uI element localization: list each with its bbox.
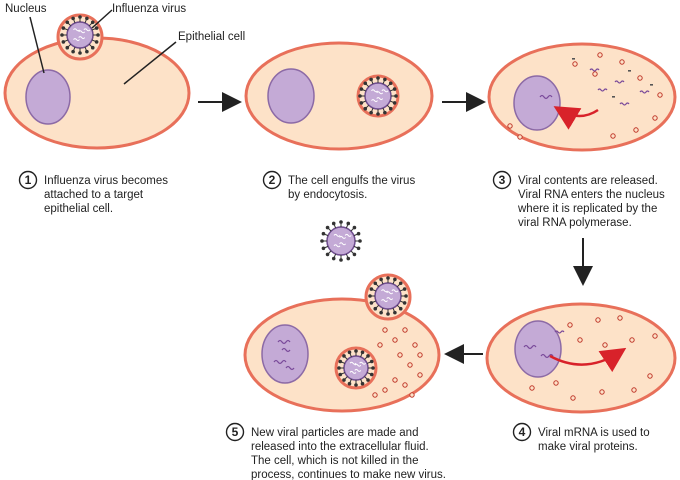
step-text-line: attached to a target: [44, 189, 144, 201]
epithelial-cell-4: [485, 302, 677, 414]
step-number: 1: [25, 173, 32, 187]
viral-mrna-in-nucleus-4: [523, 344, 554, 359]
step-text-line: Viral RNA enters the nucleus: [518, 189, 665, 201]
cell-3-group: [487, 42, 677, 152]
rna-entry-arrow-3: [553, 106, 599, 130]
viral-proteins-5: [372, 327, 423, 398]
step-text-line: viral RNA polymerase.: [518, 217, 632, 229]
epithelial-cell-label: Epithelial cell: [178, 31, 245, 43]
cell-2-group: [244, 41, 434, 151]
step-text-line: epithelial cell.: [44, 203, 113, 215]
released-virus: [320, 220, 362, 262]
step-text-line: The cell engulfs the virus: [288, 175, 415, 187]
step-text-line: Influenza virus becomes: [44, 175, 168, 187]
step-text-line: New viral particles are made and: [251, 427, 418, 439]
viral-contents-3: [507, 52, 663, 140]
nucleus-3: [513, 75, 561, 131]
step-text-line: make viral proteins.: [538, 441, 638, 453]
step-text-line: where it is replicated by the: [517, 203, 657, 215]
step-text-line: released into the extracellular fluid.: [251, 441, 429, 453]
nucleus-2: [267, 68, 315, 124]
nucleus-label: Nucleus: [5, 3, 47, 15]
step-text-line: The cell, which is not killed in the: [251, 455, 418, 467]
viral-rna-in-nucleus-3: [539, 94, 553, 100]
nucleus-1: [25, 69, 71, 125]
step-text-line: Viral mRNA is used to: [538, 427, 650, 439]
cell-4-group: [485, 302, 677, 414]
virus-2: [358, 76, 398, 116]
step-number: 2: [269, 173, 276, 187]
step-number: 5: [232, 425, 239, 439]
virus-label: Influenza virus: [112, 3, 186, 15]
viral-proteins-4: [529, 315, 658, 401]
virus-1: [60, 15, 100, 55]
viral-rna-in-nucleus-5: [273, 339, 295, 371]
virus-5-budding: [368, 276, 408, 316]
step-3-caption: 3 Viral contents are released. Viral RNA e…: [492, 170, 665, 229]
step-text-line: Viral contents are released.: [518, 175, 658, 187]
virus-leader-line: [91, 9, 113, 29]
step-number: 3: [499, 173, 506, 187]
step-4-caption: 4 Viral mRNA is used to make viral protein…: [512, 422, 650, 453]
step-number: 4: [519, 425, 526, 439]
step-1-caption: 1 Influenza virus becomes attached to a ta…: [18, 170, 168, 215]
cell-5-group: [243, 273, 441, 413]
cell-1-group: [3, 13, 191, 150]
mrna-export-arrow-4: [549, 347, 627, 373]
step-text-line: by endocytosis.: [288, 189, 367, 201]
step-text-line: process, continues to make new virus.: [251, 469, 446, 480]
nucleus-leader-line: [29, 16, 45, 74]
virus-5-assembling: [337, 349, 375, 387]
nucleus-5: [261, 324, 309, 384]
nucleus-4: [514, 320, 562, 378]
step-5-caption: 5 New viral particles are made and release…: [225, 422, 446, 480]
epithelial-leader-line: [123, 41, 177, 85]
step-2-caption: 2 The cell engulfs the virus by endocytosi…: [262, 170, 415, 201]
